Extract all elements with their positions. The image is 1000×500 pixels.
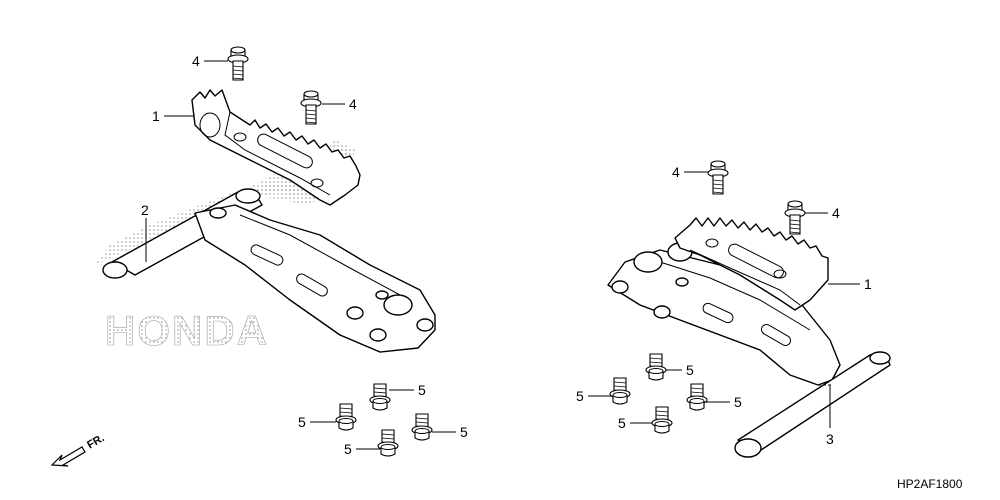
callout-flange-right-1: 5 xyxy=(686,362,694,378)
callout-bolt-4-left-top: 4 xyxy=(192,53,200,69)
callout-bar-left: 2 xyxy=(141,202,149,218)
front-label: FR. xyxy=(85,432,106,451)
callout-flange-right-3: 5 xyxy=(734,394,742,410)
bolt-4-right-top xyxy=(707,160,729,195)
step-bar-right xyxy=(607,242,891,458)
flange-bolt-right-1 xyxy=(645,353,667,381)
callout-flange-left-4: 5 xyxy=(344,441,352,457)
flange-bolt-left-4 xyxy=(377,429,399,457)
leader-lines xyxy=(145,60,860,450)
bolt-4-right-mid xyxy=(784,200,806,235)
callout-bar-right: 3 xyxy=(826,431,834,447)
callout-flange-right-2: 5 xyxy=(576,388,584,404)
flange-bolt-left-1 xyxy=(369,383,391,411)
peg-rubber-left xyxy=(191,89,361,206)
callout-flange-left-2: 5 xyxy=(298,414,306,430)
flange-bolt-right-4 xyxy=(651,406,673,434)
callout-bolt-4-right-top: 4 xyxy=(672,164,680,180)
bolt-4-left-mid xyxy=(300,90,322,125)
flange-bolt-right-2 xyxy=(609,377,631,405)
callout-flange-right-4: 5 xyxy=(618,415,626,431)
callout-peg-rubber-right: 1 xyxy=(864,276,872,292)
flange-bolt-left-2 xyxy=(335,403,357,431)
peg-rubber-right xyxy=(674,217,829,311)
front-arrow-icon xyxy=(50,446,86,467)
bolt-4-left-top xyxy=(227,46,249,81)
callout-flange-left-3: 5 xyxy=(460,424,468,440)
flange-bolt-left-3 xyxy=(411,413,433,441)
step-bar-left xyxy=(102,188,436,353)
callout-peg-rubber-left: 1 xyxy=(152,108,160,124)
watermark-text: HONDA xyxy=(105,307,269,354)
callout-bolt-4-right-mid: 4 xyxy=(832,205,840,221)
flange-bolt-right-3 xyxy=(686,383,708,411)
callout-flange-left-1: 5 xyxy=(418,382,426,398)
front-direction-indicator: FR. xyxy=(50,432,107,467)
diagram-code: HP2AF1800 xyxy=(897,477,963,491)
callout-bolt-4-left-mid: 4 xyxy=(349,96,357,112)
